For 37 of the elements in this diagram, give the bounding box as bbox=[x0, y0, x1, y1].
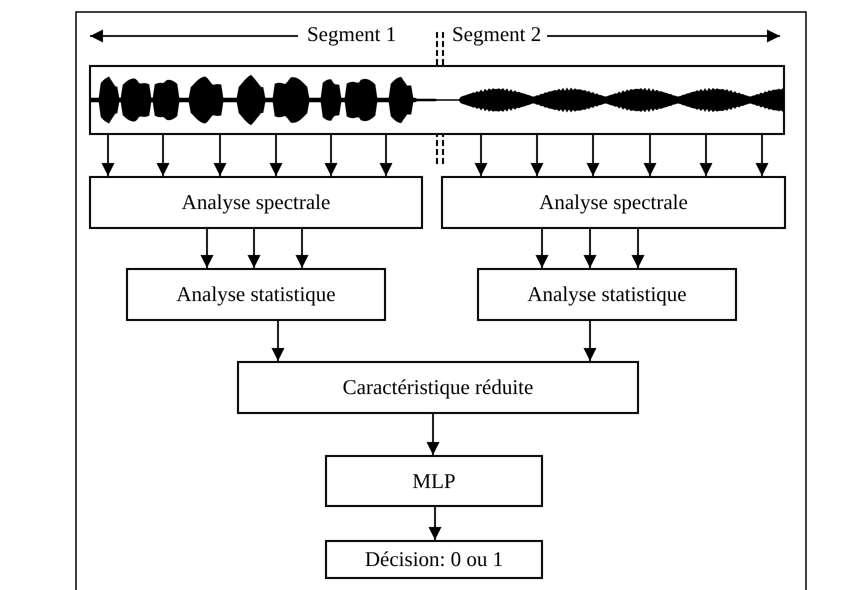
arrow bbox=[426, 414, 440, 455]
output-box bbox=[325, 540, 543, 579]
arrow bbox=[756, 135, 768, 176]
arrow bbox=[644, 135, 656, 176]
arrow bbox=[474, 135, 488, 176]
arrow bbox=[380, 135, 392, 176]
arrow bbox=[248, 229, 260, 268]
analysis-box bbox=[126, 268, 386, 321]
arrow bbox=[270, 135, 282, 176]
box-label: Analyse statistique bbox=[176, 282, 336, 307]
analysis-box bbox=[477, 268, 737, 321]
box-label: Caractéristique réduite bbox=[342, 375, 534, 400]
arrow bbox=[530, 135, 544, 176]
arrow bbox=[156, 135, 170, 176]
analysis-box bbox=[441, 176, 786, 229]
arrow bbox=[428, 507, 442, 540]
arrow bbox=[536, 229, 548, 268]
waveform-plot bbox=[89, 65, 785, 135]
arrow bbox=[700, 135, 712, 176]
arrow bbox=[632, 229, 644, 268]
box-label: Analyse spectrale bbox=[182, 190, 330, 215]
arrow bbox=[584, 229, 596, 268]
box-label: Analyse statistique bbox=[527, 282, 687, 307]
process-box bbox=[325, 455, 543, 507]
arrow bbox=[102, 135, 114, 176]
box-label: Décision: 0 ou 1 bbox=[364, 547, 504, 572]
arrow bbox=[200, 229, 214, 268]
analysis-box bbox=[89, 176, 423, 229]
process-box bbox=[237, 361, 639, 414]
arrow bbox=[296, 229, 308, 268]
arrow bbox=[584, 321, 596, 361]
arrow bbox=[586, 135, 600, 176]
box-label: MLP bbox=[412, 468, 456, 494]
arrow bbox=[324, 135, 338, 176]
box-label: Analyse spectrale bbox=[539, 190, 688, 215]
arrow bbox=[214, 135, 226, 176]
arrow bbox=[272, 321, 284, 361]
